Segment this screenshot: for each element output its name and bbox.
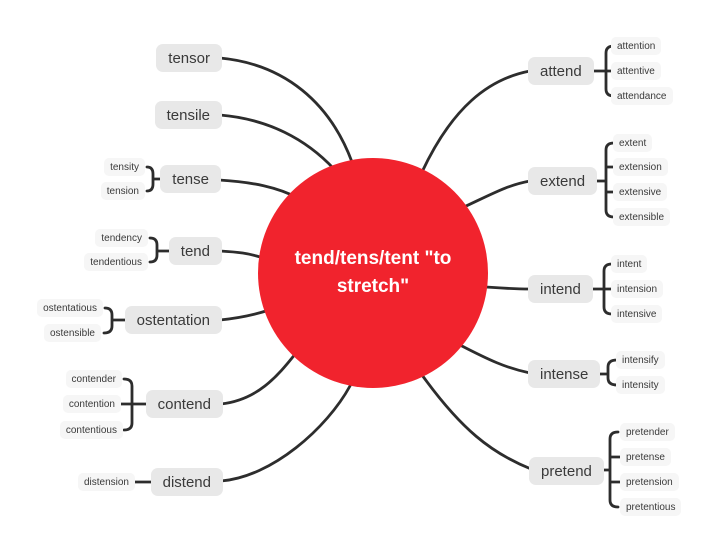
subnode-contention[interactable]: contention bbox=[62, 395, 121, 413]
subnode-tension[interactable]: tension bbox=[100, 182, 145, 200]
subnode-pretense[interactable]: pretense bbox=[620, 448, 671, 466]
edge-attend bbox=[420, 69, 532, 174]
edge-contend bbox=[219, 351, 298, 406]
subnode-extensive[interactable]: extensive bbox=[613, 183, 668, 201]
subnode-intensity[interactable]: intensity bbox=[616, 376, 665, 394]
edge-intend bbox=[484, 285, 532, 291]
node-distend[interactable]: distend bbox=[150, 468, 223, 496]
root-node[interactable]: tend/tens/tent "to stretch" bbox=[258, 158, 488, 388]
node-tensor[interactable]: tensor bbox=[156, 44, 222, 72]
bracket-contend bbox=[117, 377, 152, 432]
edge-intense bbox=[458, 343, 532, 375]
subnode-attendance[interactable]: attendance bbox=[611, 87, 673, 105]
node-intense[interactable]: intense bbox=[528, 360, 601, 388]
subnode-intensive[interactable]: intensive bbox=[611, 305, 663, 323]
subnode-attentive[interactable]: attentive bbox=[611, 62, 661, 80]
subnode-ostentatious[interactable]: ostentatious bbox=[37, 299, 103, 317]
subnode-pretension[interactable]: pretension bbox=[620, 473, 679, 491]
subnode-extension[interactable]: extension bbox=[613, 158, 668, 176]
node-tend[interactable]: tend bbox=[168, 237, 222, 265]
subnode-tendency[interactable]: tendency bbox=[95, 229, 148, 247]
subnode-attention[interactable]: attention bbox=[611, 37, 662, 55]
bracket-extend bbox=[586, 141, 620, 219]
subnode-pretentious[interactable]: pretentious bbox=[620, 498, 682, 516]
subnode-pretender[interactable]: pretender bbox=[620, 423, 675, 441]
node-tense[interactable]: tense bbox=[160, 165, 221, 193]
node-intend[interactable]: intend bbox=[528, 275, 593, 303]
node-extend[interactable]: extend bbox=[528, 167, 598, 195]
node-tensile[interactable]: tensile bbox=[154, 101, 222, 129]
subnode-contender[interactable]: contender bbox=[65, 370, 122, 388]
root-label-line1: tend/tens/tent "to bbox=[294, 248, 452, 269]
node-contend[interactable]: contend bbox=[145, 390, 223, 418]
node-pretend[interactable]: pretend bbox=[529, 457, 604, 485]
edge-extend bbox=[462, 179, 532, 209]
node-attend[interactable]: attend bbox=[528, 57, 594, 85]
subnode-extensible[interactable]: extensible bbox=[613, 208, 671, 226]
subnode-intent[interactable]: intent bbox=[611, 255, 648, 273]
subnode-ostensible[interactable]: ostensible bbox=[43, 324, 101, 342]
subnode-tensity[interactable]: tensity bbox=[104, 158, 145, 176]
subnode-intensify[interactable]: intensify bbox=[616, 351, 665, 369]
edge-tend bbox=[218, 249, 265, 260]
edge-ostentation bbox=[218, 308, 271, 322]
subnode-extent[interactable]: extent bbox=[613, 134, 653, 152]
edge-pretend bbox=[420, 373, 533, 471]
bracket-pretend bbox=[590, 430, 627, 509]
subnode-tendentious[interactable]: tendentious bbox=[84, 253, 148, 271]
node-ostentation[interactable]: ostentation bbox=[124, 306, 222, 334]
subnode-contentious[interactable]: contentious bbox=[59, 421, 123, 439]
edge-tensor bbox=[218, 56, 354, 164]
root-label-line2: stretch" bbox=[336, 276, 410, 297]
subnode-distension[interactable]: distension bbox=[77, 473, 135, 491]
edge-distend bbox=[219, 384, 352, 483]
edge-tensile bbox=[218, 113, 336, 171]
subnode-intension[interactable]: intension bbox=[611, 280, 664, 298]
